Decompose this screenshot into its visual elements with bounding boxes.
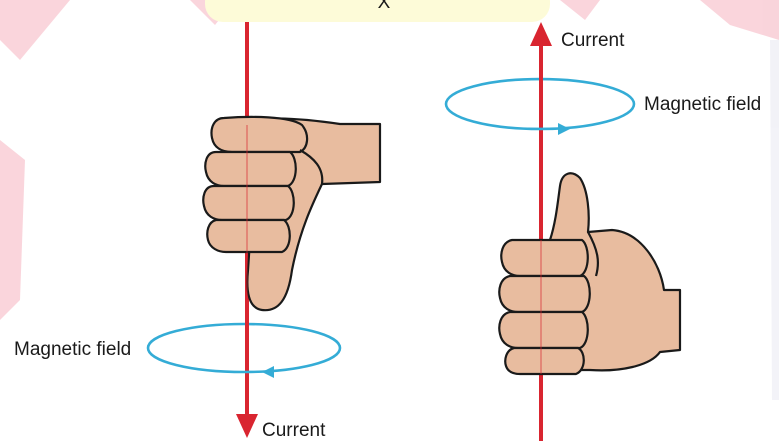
right-finger-2: [499, 276, 589, 312]
watermark-shape-5: [0, 140, 25, 320]
left-finger-4: [207, 220, 289, 252]
left-current-label: Current: [262, 420, 326, 441]
right-current-arrowhead: [530, 22, 552, 46]
left-current-arrowhead: [236, 414, 258, 438]
right-field-arrowhead: [558, 123, 570, 135]
right-panel: Current Magnetic field: [446, 22, 761, 441]
left-finger-2: [205, 152, 295, 186]
left-field-loop-front: [148, 348, 340, 372]
left-field-label: Magnetic field: [14, 339, 131, 360]
top-band: X: [205, 0, 550, 22]
right-finger-4: [505, 348, 583, 374]
left-hand: [203, 117, 380, 310]
watermark-shape-3: [560, 0, 600, 20]
left-field-loop-back: [148, 324, 340, 348]
left-field-arrowhead: [262, 366, 274, 378]
right-field-label: Magnetic field: [644, 94, 761, 115]
right-current-label: Current: [561, 30, 625, 51]
left-finger-3: [203, 186, 293, 220]
watermark-shape-1: [0, 0, 70, 60]
watermark-shape-6: [770, 40, 779, 400]
top-label: X: [378, 0, 391, 13]
left-panel: Magnetic field Current: [14, 22, 380, 441]
right-finger-1: [501, 240, 587, 276]
right-hand: [499, 173, 680, 374]
right-finger-3: [499, 312, 587, 348]
watermark-shape-4: [700, 0, 779, 40]
left-finger-1: [212, 117, 308, 152]
